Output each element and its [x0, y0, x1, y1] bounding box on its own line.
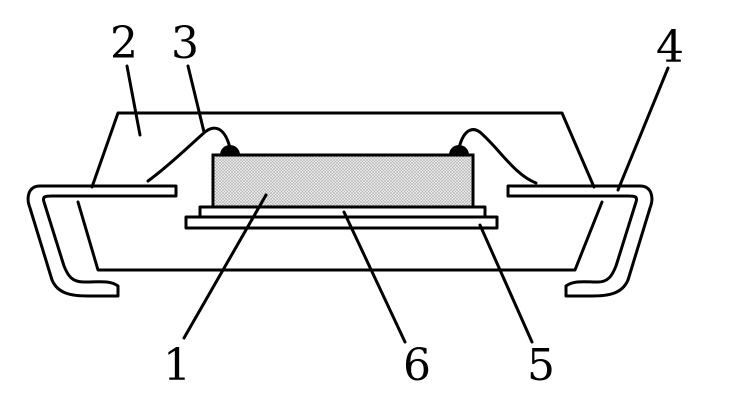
semiconductor-die	[211, 153, 475, 209]
leader-line-6	[342, 210, 407, 344]
bottom-plate	[184, 215, 499, 230]
leader-line-2	[125, 64, 142, 137]
leader-line-3	[186, 64, 206, 134]
callout-3: 3	[171, 18, 199, 69]
callout-1: 1	[163, 340, 191, 391]
right-lead	[506, 184, 654, 298]
right-bond-pad	[449, 145, 469, 155]
leader-line-5	[478, 223, 534, 344]
package-body	[76, 111, 604, 272]
left-bond-pad	[220, 145, 240, 155]
leader-line-4	[616, 66, 670, 192]
callout-2: 2	[110, 18, 138, 69]
right-bond-wire	[457, 128, 538, 185]
callout-5: 5	[527, 340, 555, 391]
left-lead	[26, 184, 178, 298]
leader-line-1	[182, 193, 268, 340]
callout-4: 4	[656, 22, 684, 73]
callout-6: 6	[403, 340, 431, 391]
